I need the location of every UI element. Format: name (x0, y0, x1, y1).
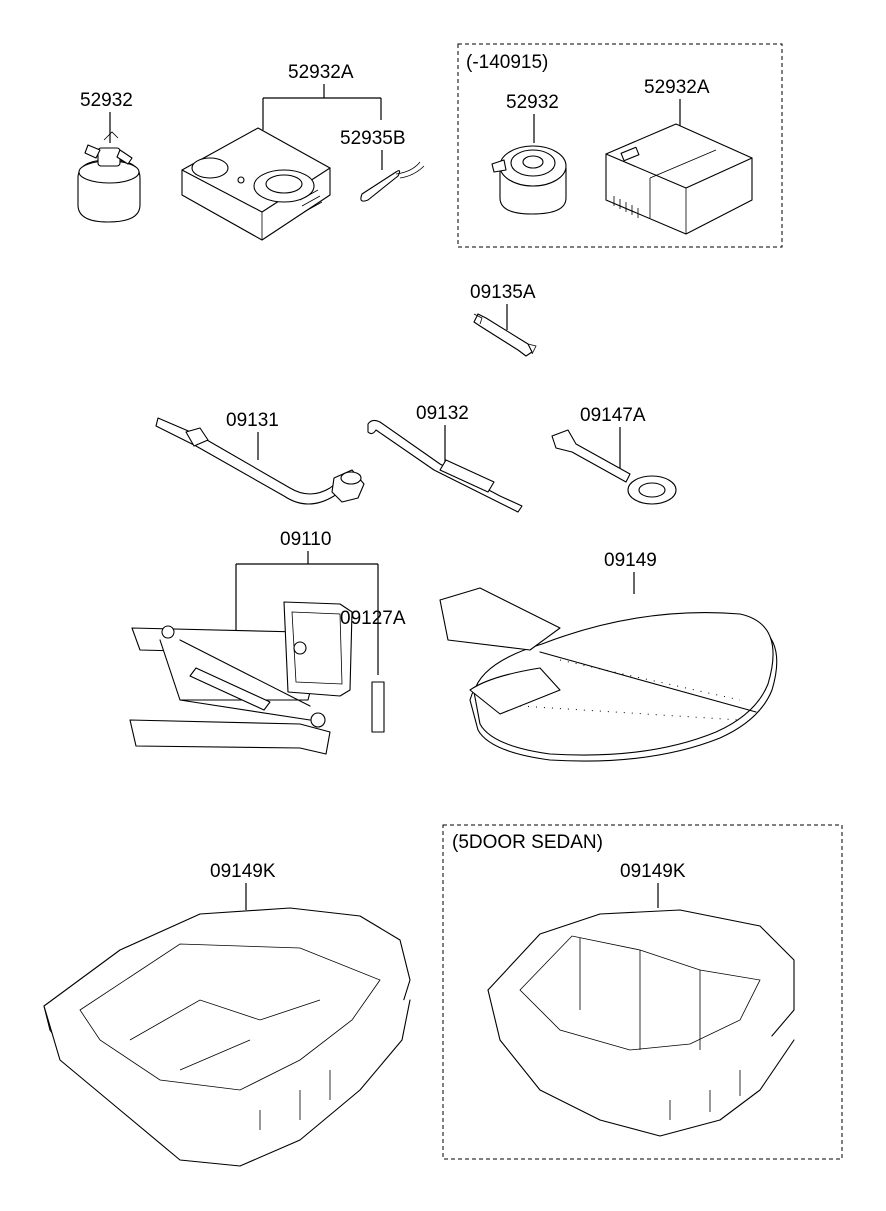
label-09149K-5door: 09149K (620, 861, 686, 882)
part-sealant-bottle[interactable]: 52932 (77, 90, 141, 223)
label-09147A: 09147A (580, 405, 646, 426)
label-09149K: 09149K (210, 861, 276, 882)
label-09132: 09132 (416, 403, 469, 424)
part-tray-main[interactable]: 09149K (43, 861, 411, 1167)
label-52932: 52932 (80, 90, 133, 111)
label-52932A-alt: 52932A (644, 77, 710, 98)
part-jack-assy[interactable]: 09110 (129, 529, 379, 755)
part-compressor[interactable]: 52932A (181, 62, 382, 241)
label-52932A: 52932A (288, 62, 354, 83)
part-jack-handle[interactable]: 09132 (367, 403, 523, 513)
label-09127A: 09127A (340, 608, 406, 629)
group-box-5door-sedan: (5DOOR SEDAN) (442, 824, 843, 1160)
part-jack-label[interactable]: 09127A (340, 608, 406, 733)
part-tray-5door[interactable]: 09149K (487, 861, 795, 1137)
label-52935B: 52935B (340, 128, 406, 149)
label-09135A: 09135A (470, 282, 536, 303)
part-luggage-board[interactable]: 09149 (439, 550, 778, 762)
label-09131: 09131 (226, 410, 279, 431)
group-label-pre-140915: (-140915) (466, 52, 548, 73)
part-hose-clip[interactable]: 52935B (340, 128, 425, 202)
label-09149: 09149 (604, 550, 657, 571)
part-sealant-bottle-alt[interactable]: 52932 (491, 92, 567, 215)
part-wheel-wrench[interactable]: 09131 (155, 410, 365, 505)
group-box-pre-140915: (-140915) (457, 43, 783, 248)
label-52932-alt: 52932 (506, 92, 559, 113)
part-compressor-alt[interactable]: 52932A (605, 77, 753, 235)
label-09110: 09110 (280, 529, 331, 550)
group-label-5door-sedan: (5DOOR SEDAN) (452, 832, 603, 853)
part-spanner[interactable]: 09135A (470, 282, 537, 357)
part-towing-hook[interactable]: 09147A (551, 405, 677, 505)
